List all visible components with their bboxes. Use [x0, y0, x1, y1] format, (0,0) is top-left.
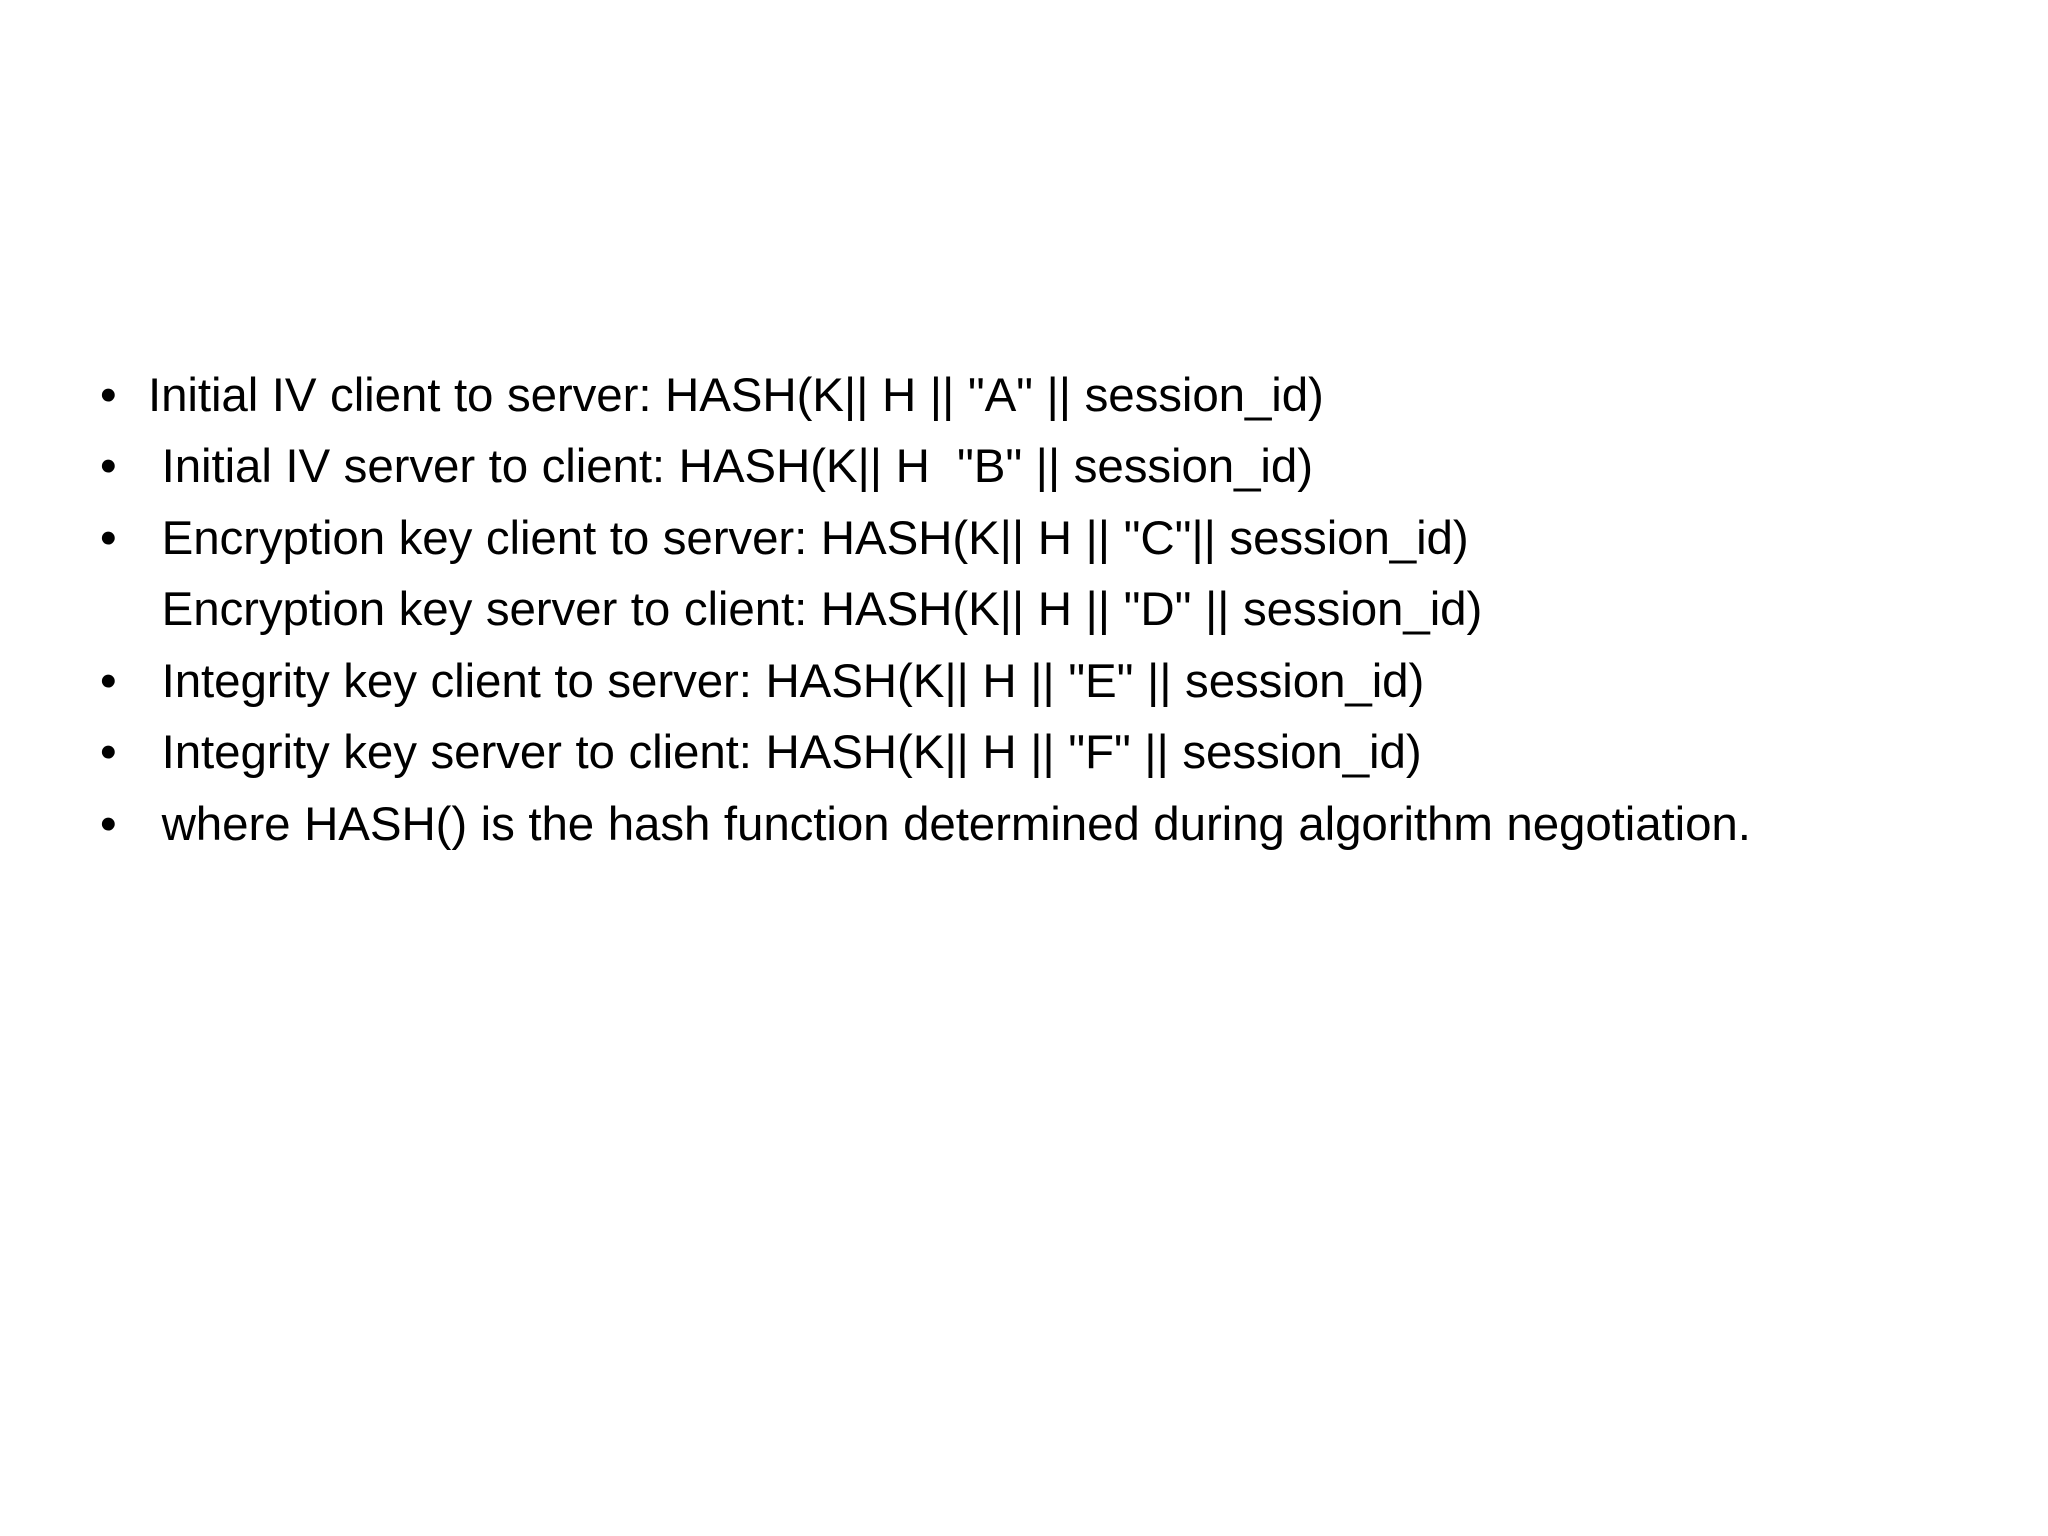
- list-item: • Initial IV server to client: HASH(K|| …: [96, 433, 1966, 500]
- slide-body-placeholder: • Initial IV client to server: HASH(K|| …: [96, 362, 1966, 862]
- bullet-marker-icon: •: [100, 369, 117, 422]
- bullet-list: • Initial IV client to server: HASH(K|| …: [96, 362, 1966, 858]
- list-item: • Initial IV client to server: HASH(K|| …: [96, 362, 1966, 429]
- list-item: • Integrity key server to client: HASH(K…: [96, 719, 1966, 786]
- bullet-marker-icon: •: [100, 797, 117, 851]
- list-item: • Encryption key server to client: HASH(…: [96, 576, 1966, 643]
- list-item-text: Initial IV client to server: HASH(K|| H …: [148, 369, 1324, 422]
- bullet-marker-icon: •: [100, 654, 117, 708]
- list-item: • Integrity key client to server: HASH(K…: [96, 648, 1966, 715]
- list-item-text: Encryption key client to server: HASH(K|…: [148, 511, 1469, 565]
- list-item: • Encryption key client to server: HASH(…: [96, 505, 1966, 572]
- bullet-marker-icon: •: [100, 726, 117, 780]
- list-item: • where HASH() is the hash function dete…: [96, 791, 1966, 858]
- list-item-text: Integrity key client to server: HASH(K||…: [148, 654, 1425, 708]
- list-item-text: Integrity key server to client: HASH(K||…: [148, 726, 1422, 780]
- list-item-text: Encryption key server to client: HASH(K|…: [148, 583, 1483, 637]
- list-item-text: Initial IV server to client: HASH(K|| H …: [148, 440, 1313, 494]
- bullet-marker-icon: •: [100, 511, 117, 565]
- list-item-text: where HASH() is the hash function determ…: [148, 797, 1751, 851]
- bullet-marker-icon: •: [100, 440, 117, 494]
